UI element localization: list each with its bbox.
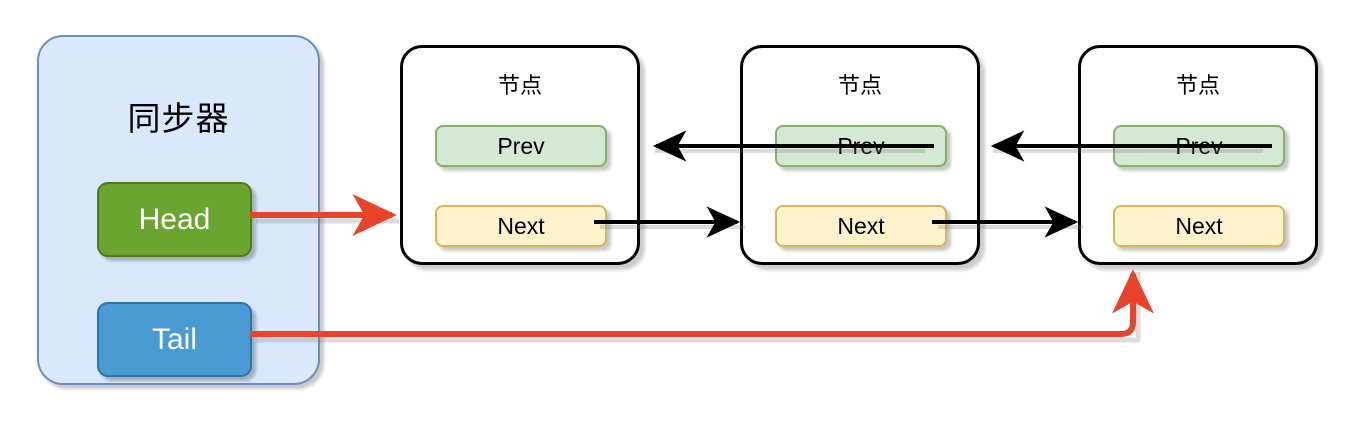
synchronizer-container: 同步器 Head Tail	[37, 35, 320, 385]
tail-pointer-box[interactable]: Tail	[97, 302, 252, 377]
connector-tail-to-node3	[250, 269, 1154, 337]
node-3-prev-field[interactable]: Prev	[1113, 125, 1285, 167]
node-1-prev-field[interactable]: Prev	[435, 125, 607, 167]
node-2-prev-field[interactable]: Prev	[775, 125, 947, 167]
node-3-next-label: Next	[1175, 212, 1223, 239]
list-node-2: 节点 Prev Next	[740, 45, 980, 265]
list-node-1: 节点 Prev Next	[400, 45, 640, 265]
node-3-prev-label: Prev	[1175, 132, 1223, 159]
node-3-next-field[interactable]: Next	[1113, 205, 1285, 247]
node-1-next-label: Next	[497, 212, 545, 239]
node-2-prev-label: Prev	[837, 132, 885, 159]
node-1-prev-label: Prev	[497, 132, 545, 159]
node-title: 节点	[1175, 73, 1220, 98]
node-title: 节点	[497, 73, 542, 98]
synchronizer-title: 同步器	[127, 100, 230, 137]
node-2-next-field[interactable]: Next	[775, 205, 947, 247]
list-node-3: 节点 Prev Next	[1078, 45, 1318, 265]
node-1-next-field[interactable]: Next	[435, 205, 607, 247]
node-title: 节点	[837, 73, 882, 98]
tail-pointer-label: Tail	[151, 322, 197, 356]
head-pointer-label: Head	[138, 202, 211, 236]
head-pointer-box[interactable]: Head	[97, 182, 252, 257]
node-2-next-label: Next	[837, 212, 885, 239]
